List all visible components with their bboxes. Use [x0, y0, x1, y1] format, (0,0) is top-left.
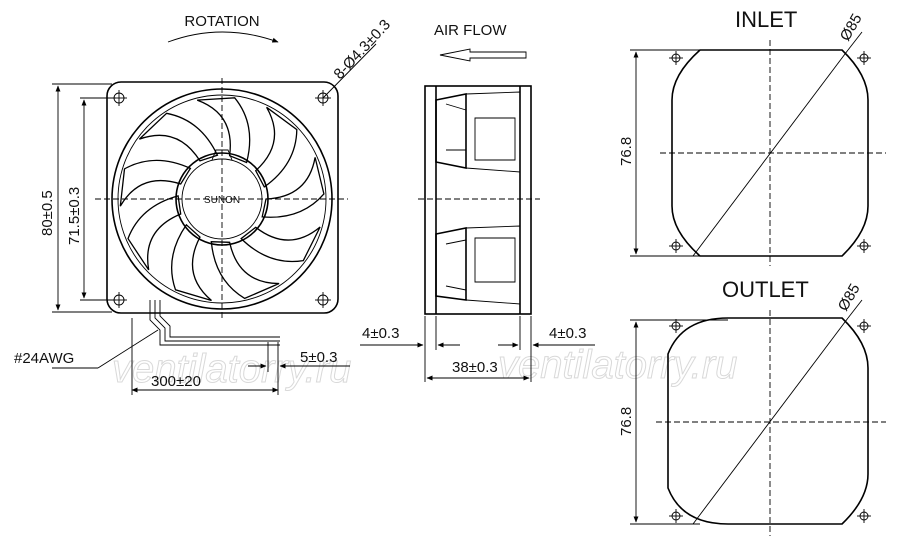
flange-right-dimension: 4±0.3 — [549, 325, 586, 342]
outlet-diameter-line — [692, 317, 849, 525]
outlet-label: OUTLET — [722, 277, 809, 302]
fan-blade — [138, 112, 219, 162]
fan-blade — [240, 226, 321, 263]
flange-left-dimension: 4±0.3 — [362, 325, 399, 342]
air-flow-label: AIR FLOW — [434, 22, 507, 39]
watermark-right: ventilatorry.ru — [498, 343, 737, 387]
frame-size-dimension: 80±0.5 — [39, 190, 56, 236]
inlet-outline — [671, 49, 869, 257]
side-outline — [424, 85, 532, 315]
fan-blades — [119, 97, 325, 302]
wire-3 — [159, 300, 280, 338]
strip-length-dimension: 5±0.3 — [300, 349, 337, 366]
inlet-diameter-line — [692, 49, 849, 257]
fan-blade — [119, 159, 192, 207]
inlet-mount-holes — [669, 51, 871, 253]
inlet-label: INLET — [735, 7, 797, 32]
watermark-left: ventilatorry.ru — [112, 347, 351, 391]
fan-blade — [254, 106, 298, 188]
outlet-height-dimension: 76.8 — [618, 407, 635, 436]
outlet-outline — [667, 317, 869, 525]
holes-dimension: 8-Ø4.3±0.3 — [330, 16, 394, 82]
fan-blade — [170, 223, 212, 302]
fan-blade — [127, 195, 182, 271]
inlet-view — [660, 31, 886, 266]
fan-blade — [261, 157, 325, 218]
inlet-diameter-dimension: Ø85 — [837, 11, 866, 44]
rotation-label: ROTATION — [184, 13, 259, 30]
hole-pitch-dimension: 71.5±0.3 — [66, 187, 83, 245]
wire-1 — [149, 300, 280, 346]
outlet-view — [656, 299, 886, 536]
lead-length-dimension: 300±20 — [151, 373, 201, 390]
depth-dimension: 38±0.3 — [452, 359, 498, 376]
fan-blade — [196, 97, 251, 164]
frame-outline — [106, 81, 339, 314]
wire-2 — [154, 300, 280, 342]
wire-gauge-label: #24AWG — [14, 350, 74, 367]
side-view — [418, 85, 540, 315]
front-view: SUNON — [95, 78, 348, 346]
outlet-mount-holes — [669, 319, 871, 523]
fan-blade — [210, 241, 280, 300]
inlet-height-dimension: 76.8 — [618, 137, 635, 166]
holes-leader — [322, 43, 377, 99]
air-flow-arrow-icon — [439, 48, 527, 62]
rotation-arrow-icon — [167, 31, 279, 43]
outlet-diameter-dimension: Ø85 — [835, 281, 864, 314]
